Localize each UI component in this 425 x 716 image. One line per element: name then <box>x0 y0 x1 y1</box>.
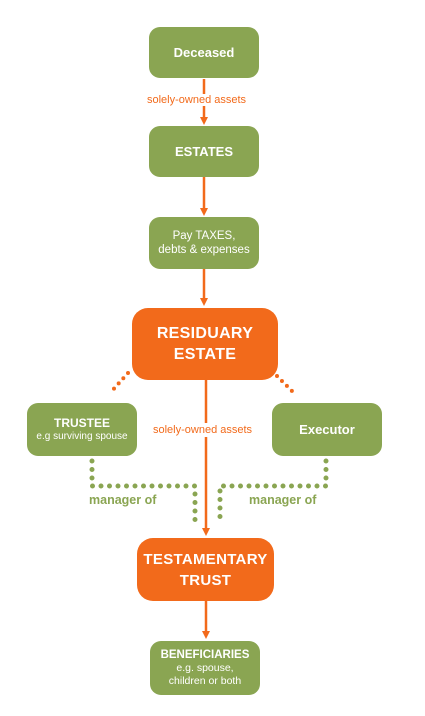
node-testamentary-trust-line1: TESTAMENTARY <box>143 550 268 568</box>
node-beneficiaries: BENEFICIARIES e.g. spouse, children or b… <box>150 641 260 695</box>
dotted-link-residuary-executor <box>275 374 297 396</box>
node-trustee: TRUSTEE e.g surviving spouse <box>27 403 137 456</box>
node-residuary-estate: RESIDUARY ESTATE <box>132 308 278 380</box>
node-deceased: Deceased <box>149 27 259 78</box>
edge-label-manager-of-left: manager of <box>89 493 157 507</box>
node-executor-label: Executor <box>299 422 355 437</box>
node-trustee-subtitle: e.g surviving spouse <box>36 431 128 442</box>
edge-label-manager-of-right: manager of <box>249 493 317 507</box>
node-beneficiaries-title: BENEFICIARIES <box>160 649 250 661</box>
node-pay-taxes-line2: debts & expenses <box>158 244 250 256</box>
node-pay-taxes: Pay TAXES, debts & expenses <box>149 217 259 269</box>
node-residuary-estate-line1: RESIDUARY <box>156 325 254 342</box>
node-estates-label: ESTATES <box>174 144 234 159</box>
node-testamentary-trust: TESTAMENTARY TRUST <box>137 538 274 601</box>
dotted-manager-trustee-path <box>89 458 198 526</box>
node-estates: ESTATES <box>149 126 259 177</box>
node-testamentary-trust-line2: TRUST <box>179 571 232 589</box>
node-beneficiaries-line3: children or both <box>168 675 242 687</box>
node-deceased-label: Deceased <box>173 45 235 60</box>
edge-label-solely-owned-assets-top: solely-owned assets <box>145 94 249 106</box>
node-residuary-estate-line2: ESTATE <box>173 346 237 363</box>
dotted-manager-executor-path <box>217 458 329 526</box>
node-beneficiaries-line2: e.g. spouse, <box>176 662 234 674</box>
dotted-link-residuary-trustee <box>109 371 130 394</box>
node-trustee-title: TRUSTEE <box>53 416 110 430</box>
edge-label-solely-owned-assets-middle: solely-owned assets <box>151 423 255 437</box>
node-executor: Executor <box>272 403 382 456</box>
node-pay-taxes-line1: Pay TAXES, <box>172 230 236 242</box>
